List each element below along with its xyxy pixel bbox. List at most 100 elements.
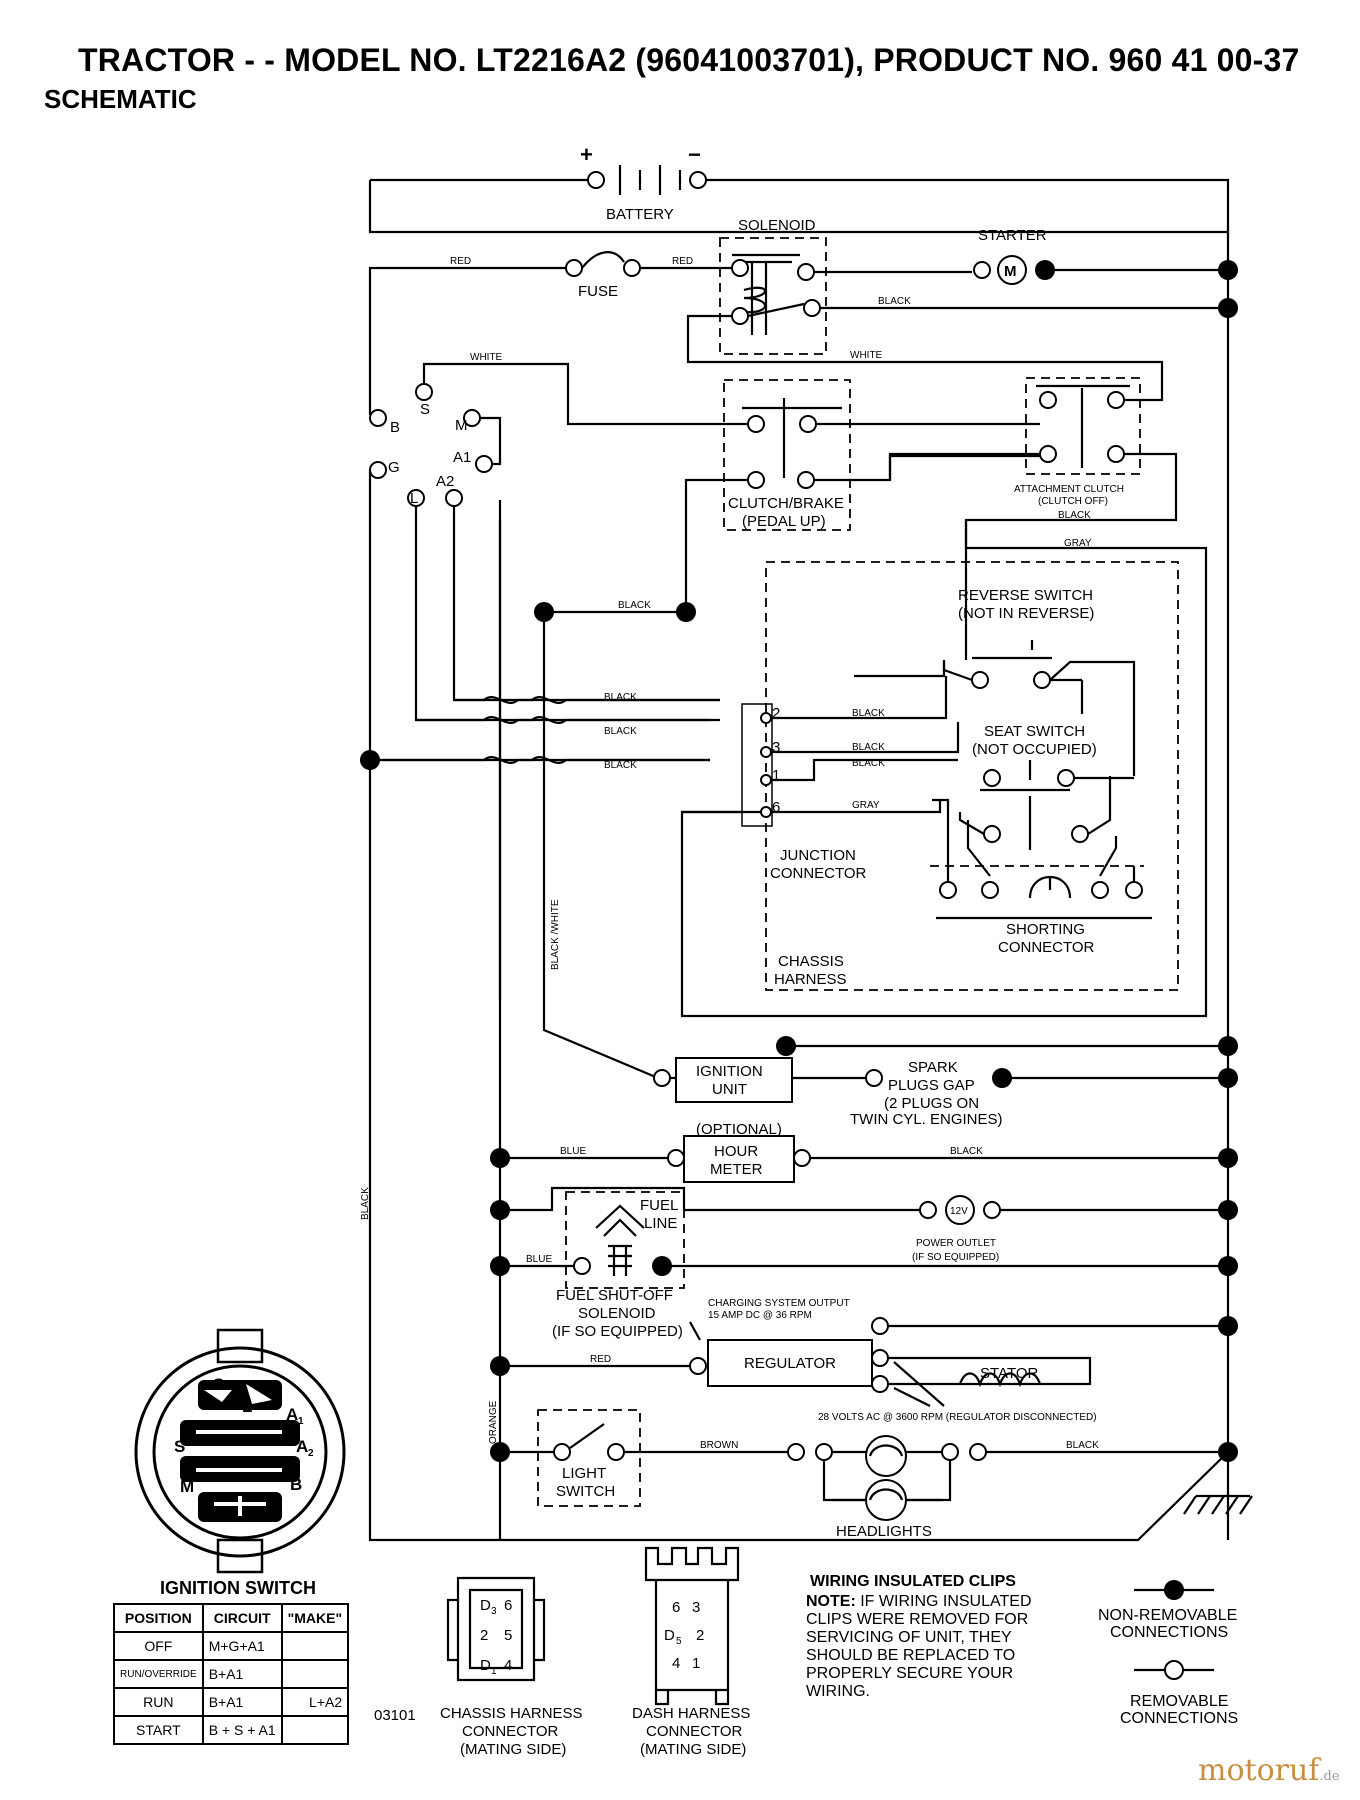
ignition-unit: IGNITION UNIT SPARK PLUGS GAP (2 PLUGS O… [653, 1036, 1238, 1128]
pin-s: S [420, 401, 430, 418]
wire-black-hour: BLACK [950, 1146, 983, 1157]
ign-b: B [290, 1475, 302, 1494]
legend-nonremovable-2: CONNECTIONS [1110, 1624, 1228, 1641]
wire-red-1: RED [450, 256, 471, 267]
wire-gray-j6: GRAY [852, 800, 880, 811]
svg-text:NOTE: IF WIRING INSULATED: NOTE: IF WIRING INSULATED [806, 1593, 1032, 1610]
dash-1: 1 [692, 1655, 700, 1672]
chassis-4: 4 [504, 1657, 512, 1674]
attachment-clutch-label-1: ATTACHMENT CLUTCH [1014, 484, 1124, 495]
chassis-harness-box [765, 561, 1179, 991]
row-circuit: B+A1 [201, 1659, 283, 1689]
ignition-unit-label-2: UNIT [712, 1081, 747, 1098]
power-outlet-12v: 12V [950, 1206, 968, 1217]
note-line-3: SERVICING OF UNIT, THEY [806, 1629, 1012, 1646]
col-position: POSITION [113, 1603, 204, 1633]
dash-conn-1: DASH HARNESS [632, 1705, 750, 1722]
jc-pin-1: 1 [772, 767, 780, 784]
wire-black-att: BLACK [1058, 510, 1091, 521]
jc-pin-2: 2 [772, 705, 780, 722]
dash-5: 5 [676, 1636, 682, 1647]
dash-2: 2 [696, 1627, 704, 1644]
seat-label-2: (NOT OCCUPIED) [972, 741, 1097, 758]
ignition-switch-table: POSITION CIRCUIT "MAKE" OFF M+G+A1 RUN/O… [113, 1603, 350, 1745]
pin-b: B [390, 419, 400, 436]
ignition-unit-label-1: IGNITION [696, 1063, 763, 1080]
table-row: OFF M+G+A1 [113, 1631, 350, 1661]
ignition-switch-terminals: S B M G A1 L A2 WHITE [368, 352, 748, 762]
wire-blue-2: BLUE [526, 1254, 552, 1265]
power-outlet-label-1: POWER OUTLET [916, 1238, 996, 1249]
wire-black-j2: BLACK [852, 708, 885, 719]
shorting-label-1: SHORTING [1006, 921, 1085, 938]
fuel-solenoid: FUEL LINE 12V POWER OUTLET (IF SO EQUIPP… [490, 1186, 1238, 1340]
dash-4: 4 [672, 1655, 680, 1672]
note-title: WIRING INSULATED CLIPS [810, 1573, 1016, 1590]
chassis-6: 6 [504, 1597, 512, 1614]
chassis-d3: D [480, 1597, 491, 1614]
wire-black-j1: BLACK [852, 758, 885, 769]
chassis-2: 2 [480, 1627, 488, 1644]
pin-a1: A1 [453, 449, 471, 466]
chassis-label-1: CHASSIS [778, 953, 844, 970]
wire-blue-1: BLUE [560, 1146, 586, 1157]
shorting-label-2: CONNECTOR [998, 939, 1095, 956]
table-row: START B + S + A1 [113, 1715, 350, 1745]
ign-l: L [242, 1397, 252, 1416]
spark-label-1: SPARK [908, 1059, 958, 1076]
seat-label-1: SEAT SWITCH [984, 723, 1085, 740]
fuel-line-label-1: FUEL [640, 1197, 678, 1214]
wire-black-j3: BLACK [852, 742, 885, 753]
ign-a2: A [296, 1437, 308, 1456]
row-make [280, 1631, 350, 1661]
stator-label: STATOR [980, 1365, 1039, 1382]
note-prefix: NOTE: [806, 1593, 856, 1610]
wire-white-2: WHITE [850, 350, 883, 361]
row-circuit: B + S + A1 [201, 1715, 283, 1745]
chassis-harness-connector: D 3 6 2 5 D 1 4 CHASSIS HARNESS CONNECTO… [440, 1576, 583, 1758]
wire-black-starter: BLACK [878, 296, 911, 307]
clutch-brake-label-1: CLUTCH/BRAKE [728, 495, 844, 512]
fuel-sol-label-2: SOLENOID [578, 1305, 656, 1322]
light-label-2: SWITCH [556, 1483, 615, 1500]
ign-a1: A [286, 1405, 298, 1424]
figure-code: 03101 [374, 1707, 416, 1724]
charging-label-2: 15 AMP DC @ 36 RPM [708, 1310, 812, 1321]
wire-gray-1: GRAY [1064, 538, 1092, 549]
pin-a2: A2 [436, 473, 454, 490]
dash-3: 3 [692, 1599, 700, 1616]
seat-switch: SEAT SWITCH (NOT OCCUPIED) SHORTING CONN… [774, 723, 1152, 988]
spark-label-2: PLUGS GAP [888, 1077, 975, 1094]
chassis-label-2: HARNESS [774, 971, 847, 988]
chassis-5: 5 [504, 1627, 512, 1644]
fuel-sol-label-3: (IF SO EQUIPPED) [552, 1323, 683, 1340]
pin-l: L [410, 490, 418, 507]
row-make: L+A2 [280, 1687, 350, 1717]
ac-note: 28 VOLTS AC @ 3600 RPM (REGULATOR DISCON… [818, 1412, 1097, 1423]
reverse-switch: REVERSE SWITCH (NOT IN REVERSE) [854, 587, 1136, 776]
wire-red-reg: RED [590, 1354, 611, 1365]
junction-connector: 2 3 1 6 JUNCTION CONNECTOR BLACK BLACK B… [604, 676, 960, 882]
pin-g: G [388, 459, 400, 476]
junction-label-1: JUNCTION [780, 847, 856, 864]
battery-minus: − [688, 142, 701, 167]
wire-white-1: WHITE [470, 352, 503, 363]
headlights-label: HEADLIGHTS [836, 1523, 932, 1540]
row-position: RUN [113, 1687, 204, 1717]
note-line-5: PROPERLY SECURE YOUR [806, 1665, 1013, 1682]
ign-a1-sub: 1 [298, 1416, 304, 1427]
wire-black-b: BLACK [604, 726, 637, 737]
wire-orange: ORANGE [488, 1400, 499, 1444]
chassis-d1: D [480, 1657, 491, 1674]
fuel-line-label-2: LINE [644, 1215, 677, 1232]
spark-label-4: TWIN CYL. ENGINES) [850, 1111, 1003, 1128]
dash-conn-2: CONNECTOR [646, 1723, 743, 1740]
row-position: RUN/OVERRIDE [113, 1659, 204, 1689]
wire-black-white: BLACK /WHITE [550, 899, 561, 970]
ignition-switch-pictogram: G L A 1 S A 2 M B IGNITION SWITCH [134, 1328, 346, 1598]
battery-plus: + [580, 142, 593, 167]
wire-black-clutch: BLACK [618, 600, 651, 611]
note-line-4: SHOULD BE REPLACED TO [806, 1647, 1015, 1664]
jc-pin-6: 6 [772, 799, 780, 816]
row-make [280, 1715, 350, 1745]
